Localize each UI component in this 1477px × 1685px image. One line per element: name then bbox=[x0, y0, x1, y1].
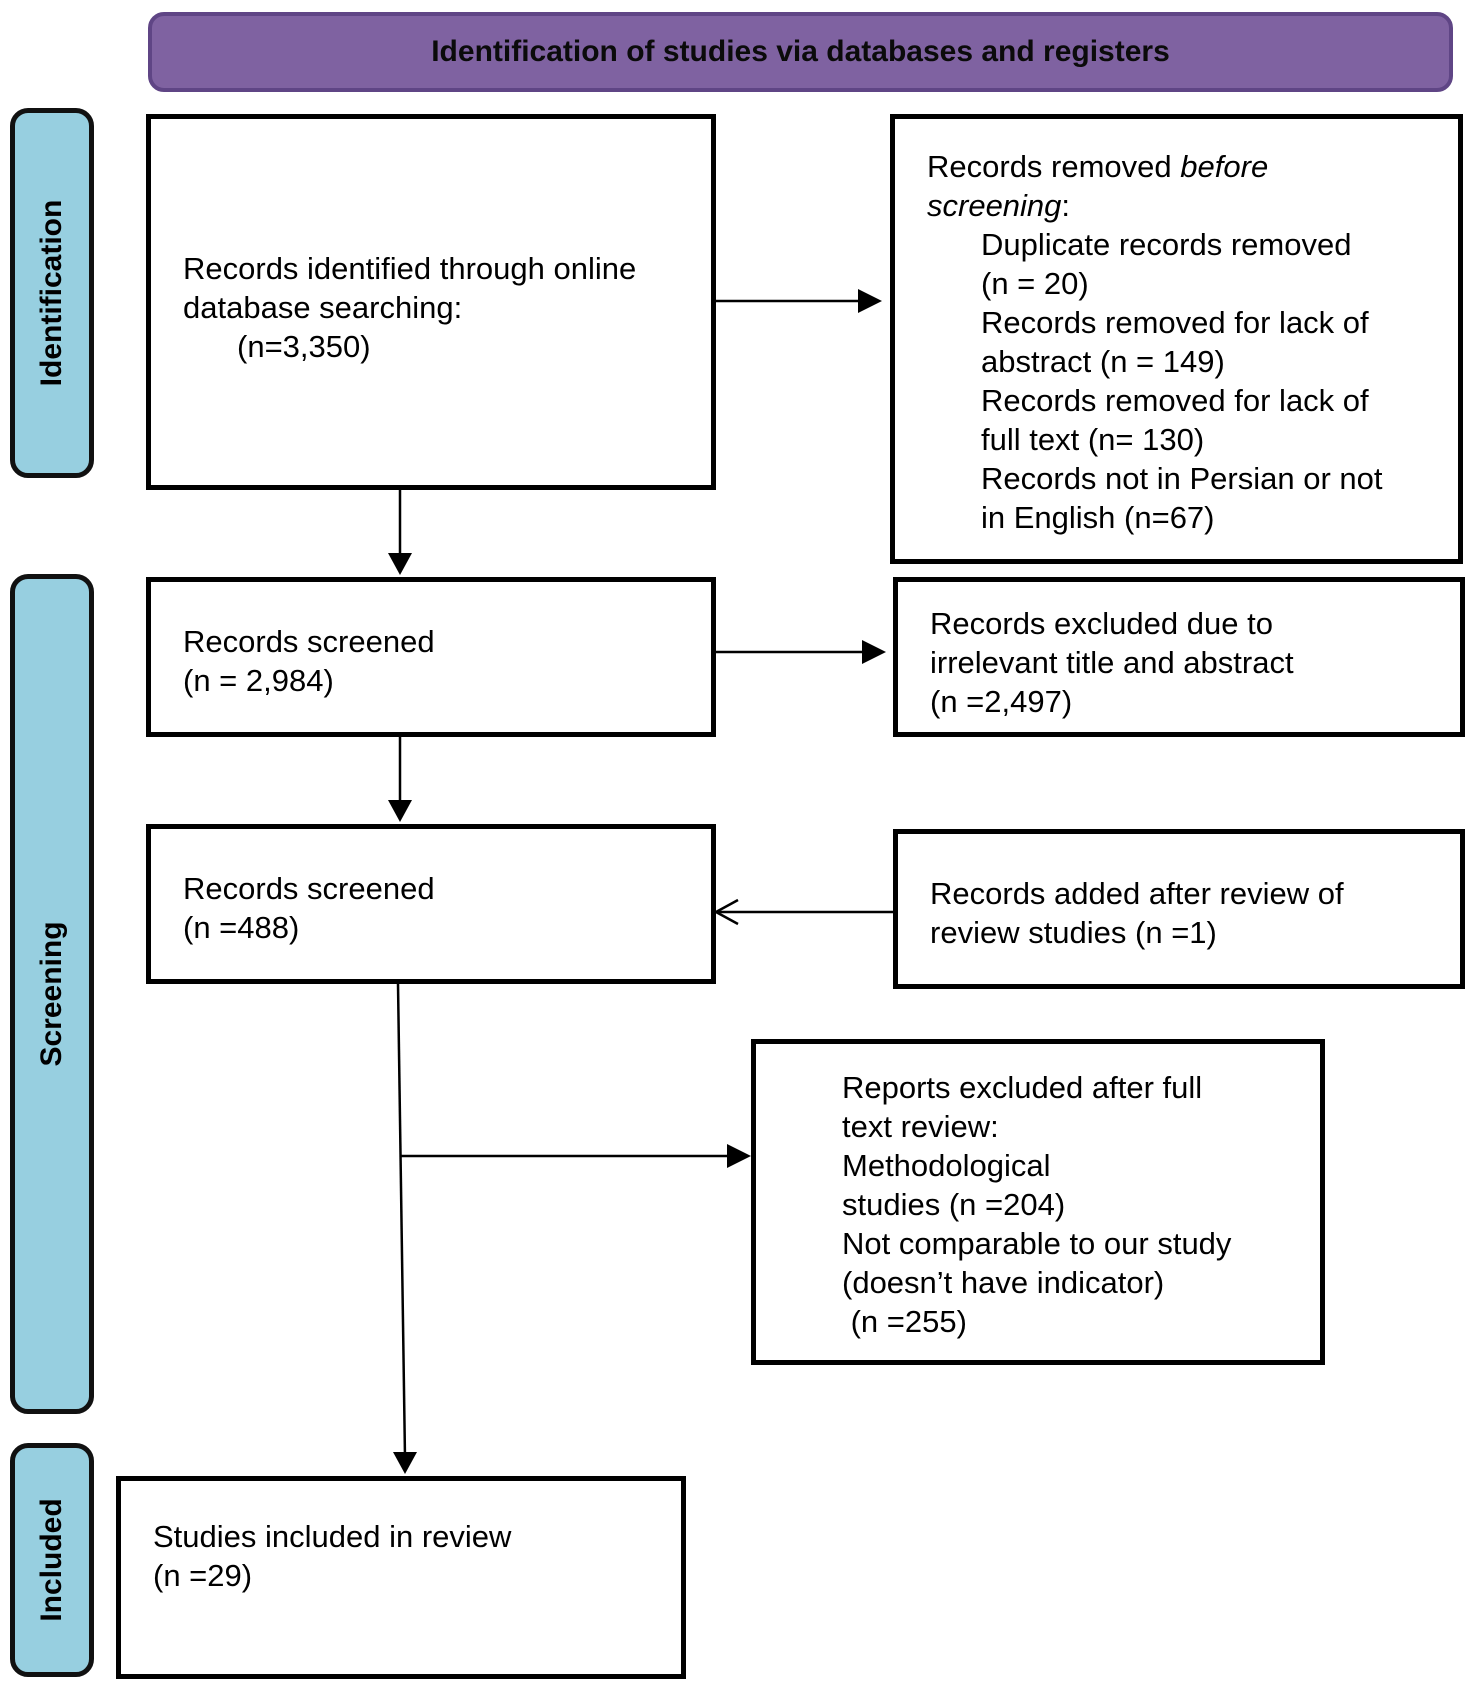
removed-item: Records removed for lack of bbox=[981, 305, 1369, 340]
reports-excluded-line: studies (n =204) bbox=[842, 1187, 1066, 1222]
records-screened-2-label: Records screened bbox=[183, 871, 435, 906]
arrowhead-screened-to-excluded bbox=[862, 640, 886, 664]
reports-excluded-box: Reports excluded after full text review:… bbox=[751, 1039, 1325, 1365]
records-excluded-box: Records excluded due to irrelevant title… bbox=[893, 577, 1465, 737]
arrowhead-screened-to-included bbox=[393, 1452, 417, 1474]
removed-title-line-1: Records removed before bbox=[927, 147, 1458, 186]
arrow-screened-to-included bbox=[396, 983, 407, 1459]
studies-included-count: (n =29) bbox=[153, 1558, 253, 1593]
removed-item: full text (n= 130) bbox=[981, 422, 1205, 457]
reports-excluded-line: (doesn’t have indicator) bbox=[842, 1265, 1165, 1300]
removed-title-plain: Records removed bbox=[927, 149, 1181, 184]
arrowhead-screened-to-screened bbox=[388, 800, 412, 822]
removed-item: abstract (n = 149) bbox=[981, 344, 1225, 379]
reports-excluded-line: Methodological bbox=[842, 1148, 1051, 1183]
records-screened-box-1: Records screened (n = 2,984) bbox=[146, 577, 716, 737]
arrowhead-added-to-screened bbox=[713, 898, 739, 926]
records-identified-count: (n=3,350) bbox=[237, 329, 371, 364]
reports-excluded-line: text review: bbox=[842, 1109, 999, 1144]
records-added-line-1: Records added after review of bbox=[930, 876, 1344, 911]
removed-title-italic-2: screening bbox=[927, 188, 1062, 223]
records-added-line-2: review studies (n =1) bbox=[930, 915, 1217, 950]
records-excluded-line-1: Records excluded due to bbox=[930, 606, 1273, 641]
phase-tab-included: Included bbox=[10, 1443, 94, 1677]
records-screened-1-label: Records screened bbox=[183, 624, 435, 659]
arrowhead-identified-to-screened bbox=[388, 553, 412, 575]
header-bar: Identification of studies via databases … bbox=[148, 12, 1453, 92]
removed-title-colon: : bbox=[1061, 188, 1071, 223]
records-identified-box: Records identified through online databa… bbox=[146, 114, 716, 490]
arrowhead-identified-to-removed bbox=[858, 289, 882, 313]
removed-title-line-2: screening: bbox=[927, 186, 1458, 225]
reports-excluded-line: Reports excluded after full bbox=[842, 1070, 1203, 1105]
removed-item: Records not in Persian or not bbox=[981, 461, 1383, 496]
records-excluded-count: (n =2,497) bbox=[930, 684, 1073, 719]
records-screened-box-2: Records screened (n =488) bbox=[146, 824, 716, 984]
studies-included-label: Studies included in review bbox=[153, 1519, 512, 1554]
removed-item: Duplicate records removed bbox=[981, 227, 1352, 262]
removed-title-italic: before bbox=[1180, 149, 1269, 184]
records-screened-2-count: (n =488) bbox=[183, 910, 300, 945]
reports-excluded-line: Not comparable to our study bbox=[842, 1226, 1232, 1261]
records-excluded-line-2: irrelevant title and abstract bbox=[930, 645, 1294, 680]
phase-tab-screening: Screening bbox=[10, 574, 94, 1414]
records-screened-1-count: (n = 2,984) bbox=[183, 663, 334, 698]
arrowhead-to-reports-excluded bbox=[727, 1144, 751, 1168]
records-identified-line-1: Records identified through online bbox=[183, 251, 637, 286]
phase-tab-identification: Identification bbox=[10, 108, 94, 478]
header-title: Identification of studies via databases … bbox=[431, 35, 1170, 68]
reports-excluded-line: (n =255) bbox=[842, 1304, 967, 1339]
removed-item: Records removed for lack of bbox=[981, 383, 1369, 418]
studies-included-box: Studies included in review (n =29) bbox=[116, 1476, 686, 1679]
removed-before-screening-box: Records removed before screening: Duplic… bbox=[890, 114, 1463, 564]
removed-item: (n = 20) bbox=[981, 266, 1089, 301]
records-added-box: Records added after review of review stu… bbox=[893, 829, 1465, 989]
removed-item: in English (n=67) bbox=[981, 500, 1215, 535]
records-identified-line-2: database searching: bbox=[183, 290, 463, 325]
